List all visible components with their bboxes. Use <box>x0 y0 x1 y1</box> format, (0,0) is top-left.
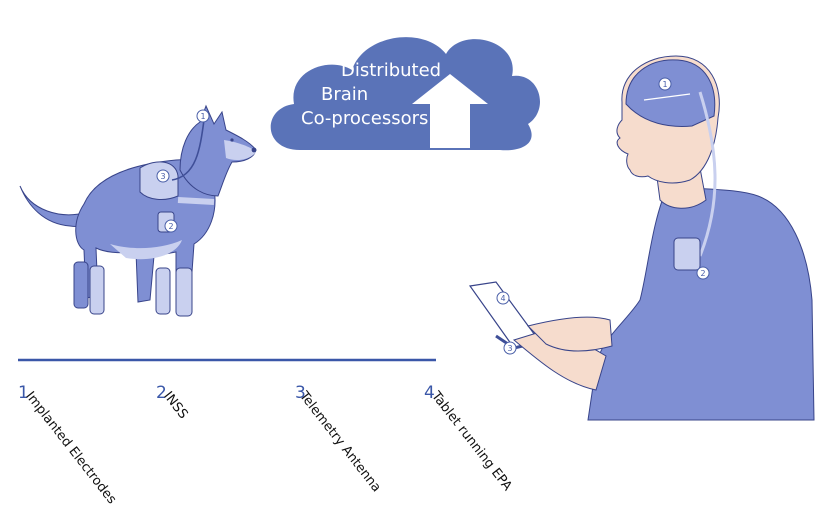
dog-front-leg-2 <box>155 267 171 315</box>
dog-head <box>179 104 257 197</box>
dog-belly <box>110 240 182 260</box>
svg-text:4: 4 <box>500 294 505 303</box>
human-shirt <box>587 185 815 421</box>
dog-eye <box>230 138 234 142</box>
dog-muzzle <box>224 140 256 160</box>
svg-text:3: 3 <box>160 172 165 181</box>
human-brain <box>625 59 716 127</box>
brain-electrode <box>643 93 691 101</box>
human-hand-left <box>527 316 613 352</box>
human-callout-2: 2 <box>696 266 710 280</box>
dog-hind-leg-2 <box>73 261 89 309</box>
human-callout-1: 1 <box>658 77 672 91</box>
dog-nose <box>251 147 257 153</box>
legend-number-2: 2 <box>156 383 167 403</box>
dog-callout-1: 1 <box>196 109 210 123</box>
cloud-line-3: Co-processors <box>301 108 429 129</box>
dog-callout-2: 2 <box>164 219 178 233</box>
dog-illustration: 1 2 3 <box>19 104 257 317</box>
human-wire <box>698 91 717 257</box>
svg-text:3: 3 <box>507 344 512 353</box>
svg-text:2: 2 <box>700 269 705 278</box>
svg-text:1: 1 <box>662 80 667 89</box>
human-callout-4: 4 <box>496 291 510 305</box>
human-inss-device <box>673 237 701 271</box>
cloud-graphic <box>270 37 540 151</box>
dog-wire <box>171 119 205 181</box>
dog-callout-3: 3 <box>156 169 170 183</box>
human-illustration: 1 2 3 4 <box>468 55 815 421</box>
dog-hind-leg-1 <box>89 265 105 315</box>
upload-arrow <box>412 74 488 148</box>
human-callout-3: 3 <box>503 341 517 355</box>
dog-harness-strap <box>177 197 215 205</box>
cloud-line-2: Brain <box>321 84 369 105</box>
legend-number-4: 4 <box>424 383 435 403</box>
legend-number-1: 1 <box>18 383 29 403</box>
cloud-line-1: Distributed <box>341 60 442 81</box>
dog-front-leg-1 <box>175 267 193 317</box>
legend-number-3: 3 <box>295 383 306 403</box>
svg-text:2: 2 <box>168 222 173 231</box>
cloud-shape <box>270 37 540 151</box>
svg-text:1: 1 <box>200 112 205 121</box>
